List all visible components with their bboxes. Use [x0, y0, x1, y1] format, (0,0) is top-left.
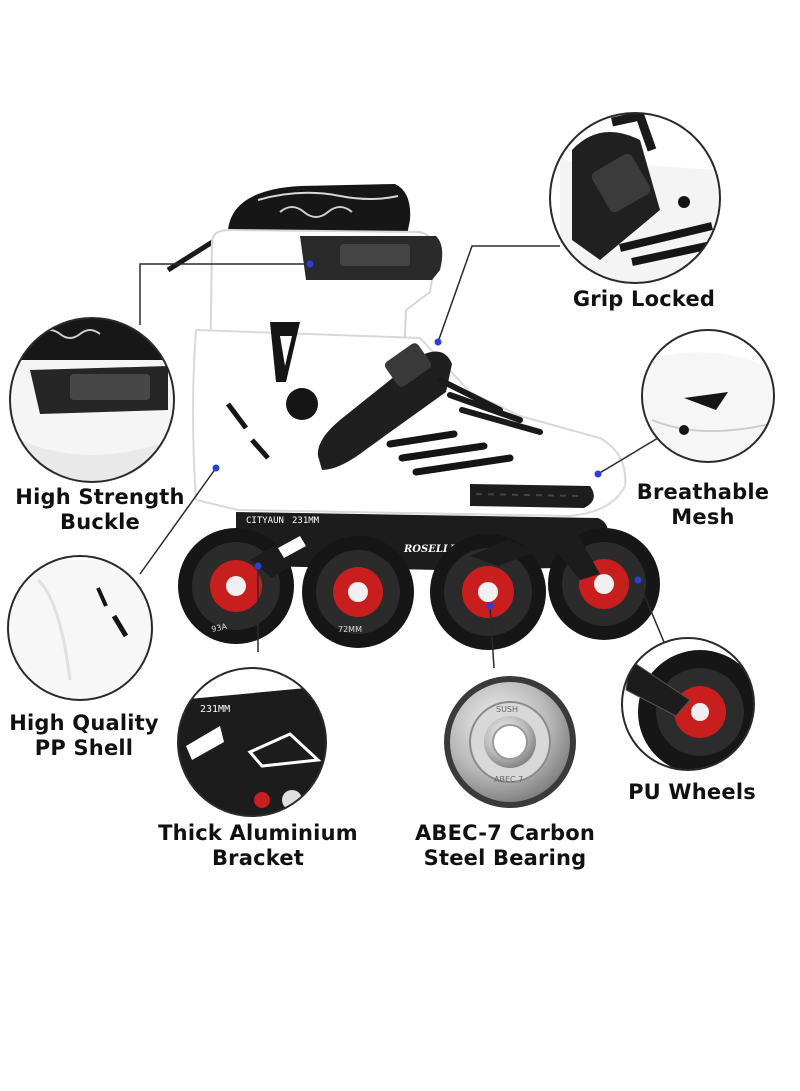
label-breathable-mesh: Breathable Mesh [636, 480, 770, 529]
wheel-size-print: 72MM [338, 625, 362, 634]
frame-model-print: ROSELLE [403, 544, 458, 555]
label-pp-shell: High Quality PP Shell [9, 711, 159, 760]
detail-mesh [641, 329, 775, 463]
leader-dots [212, 260, 642, 610]
label-pu-wheels: PU Wheels [628, 780, 756, 804]
detail-bearing: SUSH ABEC 7 [444, 676, 576, 808]
label-aluminium-bracket: Thick Aluminium Bracket [158, 821, 358, 870]
label-bearing: ABEC-7 Carbon Steel Bearing [414, 821, 596, 870]
bearing-grade-print: ABEC 7 [494, 775, 523, 784]
detail-bracket: 231MM [177, 667, 327, 817]
bracket-size-print: 231MM [200, 704, 230, 715]
bearing-brand-print: SUSH [496, 705, 518, 714]
detail-grip-locked [549, 112, 721, 284]
wheel [430, 534, 546, 650]
label-grip-locked: Grip Locked [572, 287, 716, 311]
leader-lines [139, 245, 669, 669]
detail-buckle [9, 317, 175, 483]
detail-pu-wheel [621, 637, 755, 771]
wheel-hardness-print: 93A [211, 622, 229, 634]
label-high-strength-buckle: High Strength Buckle [15, 485, 185, 534]
frame-size-print: 231MM [292, 516, 320, 526]
frame-brand-print: CITYAUN [246, 516, 284, 526]
detail-pp-shell [7, 555, 153, 701]
wheel [302, 536, 414, 648]
skate-main: CITYAUN 231MM ROSELLE 93A 72MM [166, 184, 660, 650]
